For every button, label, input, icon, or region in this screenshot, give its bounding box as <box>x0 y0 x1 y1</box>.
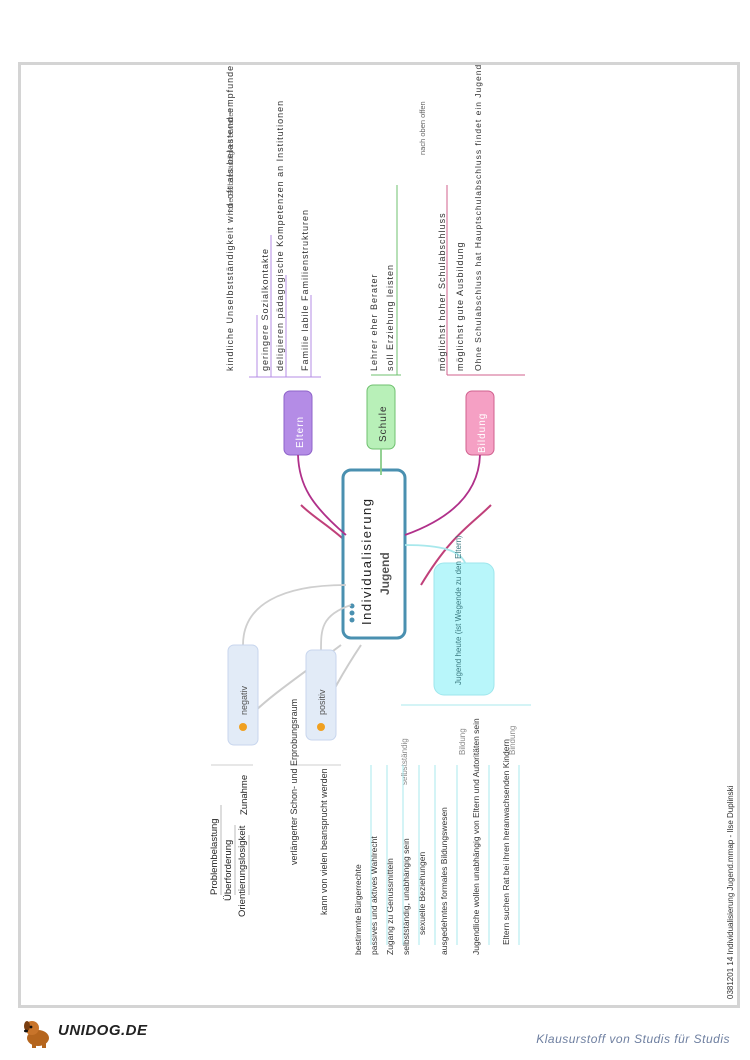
bildung-item-2: möglichst gute Ausbildung <box>455 241 465 371</box>
jugend-item-4: selbstständig, unabhängig sein <box>401 838 411 955</box>
eltern-extra: hohe Selbstständigkeit erwarten <box>226 108 235 215</box>
positiv-items: verlängerter Schon- und Erprobungsraum k… <box>289 699 341 915</box>
node-negativ-label: negativ <box>239 685 249 715</box>
node-positiv[interactable]: positiv <box>305 649 337 741</box>
node-bildung-label: Bildung <box>477 413 488 453</box>
mindmap-canvas: Individualisierung Jugend Eltern Schule … <box>18 62 740 1008</box>
bildung-items: möglichst hoher Schulabschluss möglichst… <box>418 65 525 376</box>
node-eltern-label: Eltern <box>295 416 306 448</box>
logo-text: UNIDOG.DE <box>58 1022 148 1039</box>
bildung-item-3: Ohne Schulabschluss hat Hauptschulabschl… <box>473 65 483 371</box>
jugend-group-2-label: Bildung <box>458 728 467 755</box>
link-center-jugend <box>404 544 467 566</box>
node-positiv-label: positiv <box>317 689 327 715</box>
jugend-groups: selbstständig Bildung Bindung bestimmte … <box>353 704 531 955</box>
link-center-positiv <box>320 604 352 651</box>
node-negativ[interactable]: negativ <box>227 644 259 746</box>
node-eltern[interactable]: Eltern <box>283 390 313 456</box>
file-name: 0381201 14 Individualisierung Jugend.mma… <box>726 785 735 999</box>
node-schule[interactable]: Schule <box>366 384 396 450</box>
jugend-item-6: ausgedehntes formales Bildungswesen <box>439 807 449 955</box>
center-title: Individualisierung <box>359 498 374 625</box>
jugend-item-2: passives und aktives Wahlrecht <box>369 836 379 955</box>
link-center-negativ <box>242 584 347 646</box>
link-center-eltern <box>297 454 347 536</box>
bildung-extra: nach oben offen <box>418 101 427 155</box>
negativ-item-2: Überforderung <box>223 840 234 901</box>
schule-item-2: soll Erziehung leisten <box>385 264 395 371</box>
jugend-item-5: sexuelle Beziehungen <box>417 852 427 935</box>
eltern-item-3: deligieren pädagogische Kompetenzen an I… <box>275 100 285 371</box>
schule-items: Lehrer eher Berater soll Erziehung leist… <box>369 185 401 376</box>
eltern-items: kindliche Unselbstständigkeit wird oft a… <box>225 65 321 378</box>
eltern-item-4: Familie labile Familienstrukturen <box>300 209 310 371</box>
node-bildung[interactable]: Bildung <box>465 390 495 456</box>
schule-item-1: Lehrer eher Berater <box>369 273 379 371</box>
jugend-item-7: Jugendliche wollen unabhängig von Eltern… <box>471 718 481 955</box>
bildung-item-1: möglichst hoher Schulabschluss <box>437 212 447 371</box>
jugend-group-3-label: Bindung <box>508 726 517 755</box>
node-jugend-heute[interactable]: Jugend heute (ist Wegende zu den Eltern) <box>433 535 495 696</box>
negativ-item-4: Zunahme <box>239 775 250 815</box>
center-subtitle: Jugend <box>378 552 392 595</box>
positiv-item-2: kann von vielen beansprucht werden <box>319 768 329 915</box>
positiv-item-1: verlängerter Schon- und Erprobungsraum <box>289 699 299 865</box>
node-schule-label: Schule <box>378 405 389 442</box>
connector-bildung <box>420 504 492 586</box>
jugend-item-3: Zugang zu Genussmitteln <box>385 858 395 955</box>
node-jugend-heute-label: Jugend heute (ist Wegende zu den Eltern) <box>454 535 463 685</box>
eltern-item-2: geringere Sozialkontakte <box>260 248 270 371</box>
jugend-item-1: bestimmte Bürgerrechte <box>353 864 363 955</box>
negativ-item-1: Problembelastung <box>209 818 220 895</box>
link-center-bildung <box>404 454 481 536</box>
unidog-logo[interactable]: UNIDOG.DE <box>22 1016 152 1050</box>
dog-icon <box>24 1021 49 1048</box>
negativ-items: Problembelastung Überforderung Orientier… <box>209 764 253 917</box>
footer-slogan: Klausurstoff von Studis für Studis <box>536 1032 730 1046</box>
jugend-group-1-label: selbstständig <box>400 738 409 785</box>
center-node[interactable]: Individualisierung Jugend <box>341 468 407 640</box>
eltern-item-1: kindliche Unselbstständigkeit wird oft a… <box>225 65 235 371</box>
jugend-item-8: Eltern suchen Rat bei ihren heranwachsen… <box>501 739 511 945</box>
negativ-item-3: Orientierungslosigkeit <box>237 825 248 917</box>
mindmap-svg: Individualisierung Jugend Eltern Schule … <box>209 65 735 999</box>
